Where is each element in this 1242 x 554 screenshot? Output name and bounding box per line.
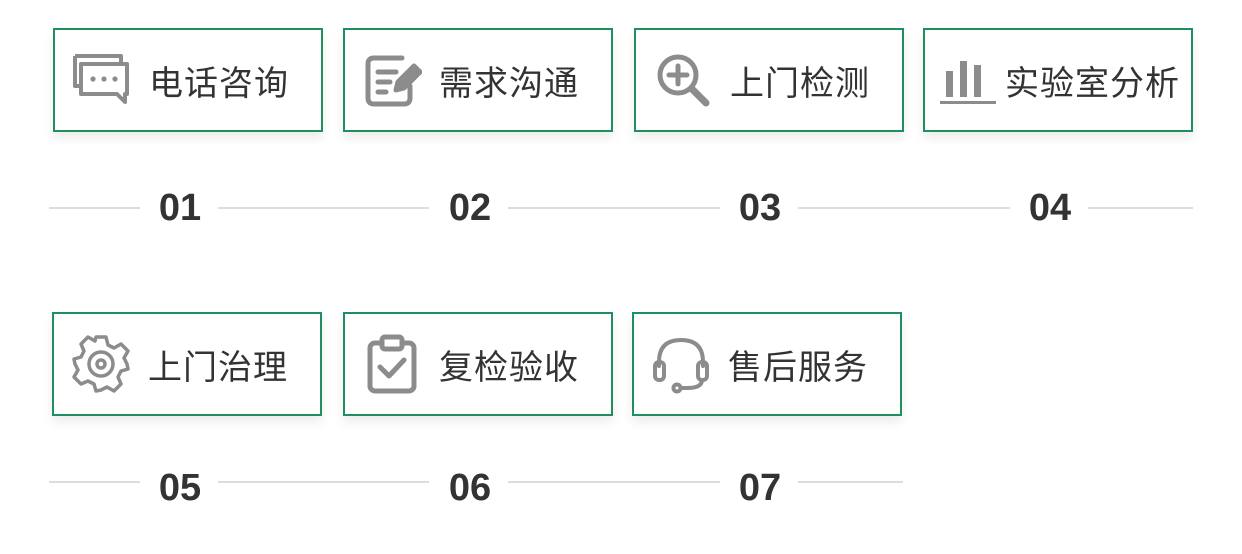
step-label: 复检验收 bbox=[439, 347, 579, 388]
clipboard-check-icon bbox=[359, 331, 425, 397]
step-card-recheck[interactable]: 复检验收 bbox=[343, 312, 613, 416]
edit-document-icon bbox=[359, 47, 425, 113]
step-number: 03 bbox=[738, 187, 782, 229]
step-number: 02 bbox=[448, 187, 492, 229]
timeline-line bbox=[508, 481, 720, 483]
step-number: 05 bbox=[158, 467, 202, 509]
step-card-after-sales[interactable]: 售后服务 bbox=[632, 312, 902, 416]
timeline-line bbox=[49, 481, 140, 483]
step-label: 上门检测 bbox=[730, 63, 870, 104]
chat-bubbles-icon bbox=[69, 47, 135, 113]
step-card-requirement[interactable]: 需求沟通 bbox=[343, 28, 613, 132]
gear-icon bbox=[68, 331, 134, 397]
timeline-line bbox=[1088, 207, 1193, 209]
step-card-onsite-treatment[interactable]: 上门治理 bbox=[52, 312, 322, 416]
step-label: 实验室分析 bbox=[1005, 63, 1180, 104]
step-card-lab-analysis[interactable]: 实验室分析 bbox=[923, 28, 1193, 132]
step-card-onsite-test[interactable]: 上门检测 bbox=[634, 28, 904, 132]
step-label: 售后服务 bbox=[728, 347, 868, 388]
timeline-line bbox=[218, 207, 429, 209]
timeline-line bbox=[49, 207, 140, 209]
headset-icon bbox=[648, 331, 714, 397]
step-card-phone-consult[interactable]: 电话咨询 bbox=[53, 28, 323, 132]
step-label: 电话咨询 bbox=[149, 63, 289, 104]
step-number: 07 bbox=[738, 467, 782, 509]
step-label: 需求沟通 bbox=[439, 63, 579, 104]
zoom-in-icon bbox=[650, 47, 716, 113]
timeline-line bbox=[798, 481, 903, 483]
timeline-line bbox=[508, 207, 720, 209]
step-number: 01 bbox=[158, 187, 202, 229]
timeline-line bbox=[798, 207, 1010, 209]
step-number: 06 bbox=[448, 467, 492, 509]
bar-chart-icon bbox=[935, 47, 1001, 113]
timeline-line bbox=[218, 481, 429, 483]
step-number: 04 bbox=[1028, 187, 1072, 229]
step-label: 上门治理 bbox=[148, 347, 288, 388]
